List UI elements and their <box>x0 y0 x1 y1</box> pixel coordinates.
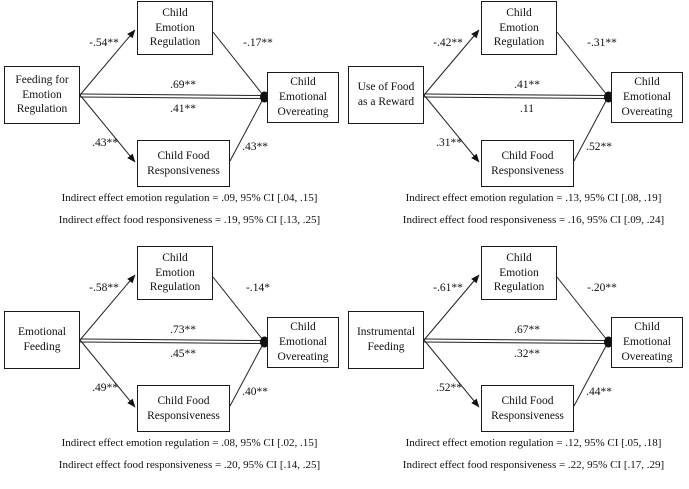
coef-food-responsiveness-to-overeating: .44** <box>586 386 612 398</box>
coef-total-effect: .69** <box>170 79 196 91</box>
coef-direct-effect: .45** <box>170 348 196 360</box>
arrow-pred-to-emotion-regulation <box>423 274 480 341</box>
arrow-food-responsiveness-to-outcome <box>229 343 264 407</box>
coef-food-responsiveness-to-overeating: .43** <box>242 141 268 153</box>
arrow-pred-to-food-responsiveness <box>423 94 480 163</box>
coef-pred-to-food-responsiveness: .49** <box>92 382 118 394</box>
mediator-emotion-regulation-box: Child Emotion Regulation <box>137 246 213 300</box>
predictor-box: Use of Food as a Reward <box>348 66 424 124</box>
outcome-box: Child Emotional Overeating <box>611 72 683 123</box>
coef-pred-to-emotion-regulation: -.61** <box>433 282 463 294</box>
indirect-effect-emotion-regulation-text: Indirect effect emotion regulation = .12… <box>405 437 662 449</box>
arrow-pred-to-food-responsiveness <box>423 339 480 408</box>
mediator-emotion-regulation-box: Child Emotion Regulation <box>137 1 213 55</box>
arrow-emotion-regulation-to-outcome <box>212 31 264 96</box>
model-emotional-feeding: Emotional Feeding Child Emotion Regulati… <box>0 245 345 489</box>
mediator-food-responsiveness-box: Child Food Responsiveness <box>481 140 574 187</box>
arrow-emotion-regulation-to-outcome <box>212 276 264 341</box>
arrow-food-responsiveness-to-outcome <box>573 98 608 162</box>
coef-emotion-regulation-to-overeating: -.20** <box>587 282 617 294</box>
arrow-pred-to-emotion-regulation <box>79 29 136 96</box>
arrow-direct-top <box>423 93 607 96</box>
coef-emotion-regulation-to-overeating: -.17** <box>243 37 273 49</box>
model-feeding-for-emotion-regulation: Feeding for Emotion Regulation Child Emo… <box>0 0 345 244</box>
mediator-emotion-regulation-box: Child Emotion Regulation <box>481 246 557 300</box>
indirect-effect-emotion-regulation-text: Indirect effect emotion regulation = .09… <box>61 192 318 204</box>
path-arrows <box>423 29 613 163</box>
path-arrows <box>79 29 269 163</box>
coef-pred-to-emotion-regulation: -.58** <box>89 282 119 294</box>
model-use-of-food-as-a-reward: Use of Food as a Reward Child Emotion Re… <box>344 0 689 244</box>
arrowhead-cluster <box>260 91 269 103</box>
arrow-pred-to-emotion-regulation <box>423 29 480 96</box>
path-arrows <box>423 274 613 408</box>
coef-total-effect: .73** <box>170 324 196 336</box>
arrowhead-cluster <box>604 91 613 103</box>
indirect-effect-emotion-regulation-text: Indirect effect emotion regulation = .13… <box>405 192 662 204</box>
arrow-direct-bottom <box>79 96 263 99</box>
coef-food-responsiveness-to-overeating: .40** <box>242 386 268 398</box>
predictor-box: Emotional Feeding <box>4 311 80 369</box>
outcome-box: Child Emotional Overeating <box>267 72 339 123</box>
mediator-food-responsiveness-box: Child Food Responsiveness <box>137 140 230 187</box>
coef-emotion-regulation-to-overeating: -.14* <box>246 282 270 294</box>
arrow-pred-to-food-responsiveness <box>79 339 136 408</box>
indirect-effect-food-responsiveness-text: Indirect effect food responsiveness = .2… <box>402 459 665 471</box>
coef-emotion-regulation-to-overeating: -.31** <box>587 37 617 49</box>
indirect-effect-food-responsiveness-text: Indirect effect food responsiveness = .1… <box>58 214 321 226</box>
outcome-box: Child Emotional Overeating <box>611 317 683 368</box>
arrow-food-responsiveness-to-outcome <box>229 98 264 162</box>
arrow-pred-to-emotion-regulation <box>79 274 136 341</box>
coef-pred-to-food-responsiveness: .52** <box>436 382 462 394</box>
arrowhead-cluster <box>260 336 269 348</box>
arrow-direct-bottom <box>423 341 607 344</box>
coef-pred-to-emotion-regulation: -.54** <box>89 37 119 49</box>
model-instrumental-feeding: Instrumental Feeding Child Emotion Regul… <box>344 245 689 489</box>
arrow-direct-top <box>79 93 263 96</box>
coef-food-responsiveness-to-overeating: .52** <box>586 141 612 153</box>
arrowhead-cluster <box>604 336 613 348</box>
arrow-direct-bottom <box>423 96 607 99</box>
mediator-emotion-regulation-box: Child Emotion Regulation <box>481 1 557 55</box>
indirect-effect-food-responsiveness-text: Indirect effect food responsiveness = .1… <box>402 214 665 226</box>
arrow-direct-top <box>79 338 263 341</box>
mediator-food-responsiveness-box: Child Food Responsiveness <box>481 385 574 432</box>
arrow-pred-to-food-responsiveness <box>79 94 136 163</box>
path-arrows <box>79 274 269 408</box>
arrow-direct-bottom <box>79 341 263 344</box>
arrow-emotion-regulation-to-outcome <box>556 276 608 341</box>
mediator-food-responsiveness-box: Child Food Responsiveness <box>137 385 230 432</box>
coef-direct-effect: .11 <box>520 103 534 115</box>
predictor-box: Feeding for Emotion Regulation <box>4 66 80 124</box>
indirect-effect-emotion-regulation-text: Indirect effect emotion regulation = .08… <box>61 437 318 449</box>
arrow-direct-top <box>423 338 607 341</box>
coef-total-effect: .41** <box>514 79 540 91</box>
coef-total-effect: .67** <box>514 324 540 336</box>
coef-direct-effect: .41** <box>170 103 196 115</box>
arrow-emotion-regulation-to-outcome <box>556 31 608 96</box>
outcome-box: Child Emotional Overeating <box>267 317 339 368</box>
arrow-food-responsiveness-to-outcome <box>573 343 608 407</box>
predictor-box: Instrumental Feeding <box>348 311 424 369</box>
coef-pred-to-emotion-regulation: -.42** <box>433 37 463 49</box>
coef-pred-to-food-responsiveness: .31** <box>436 137 462 149</box>
coef-pred-to-food-responsiveness: .43** <box>92 137 118 149</box>
indirect-effect-food-responsiveness-text: Indirect effect food responsiveness = .2… <box>58 459 321 471</box>
coef-direct-effect: .32** <box>514 348 540 360</box>
